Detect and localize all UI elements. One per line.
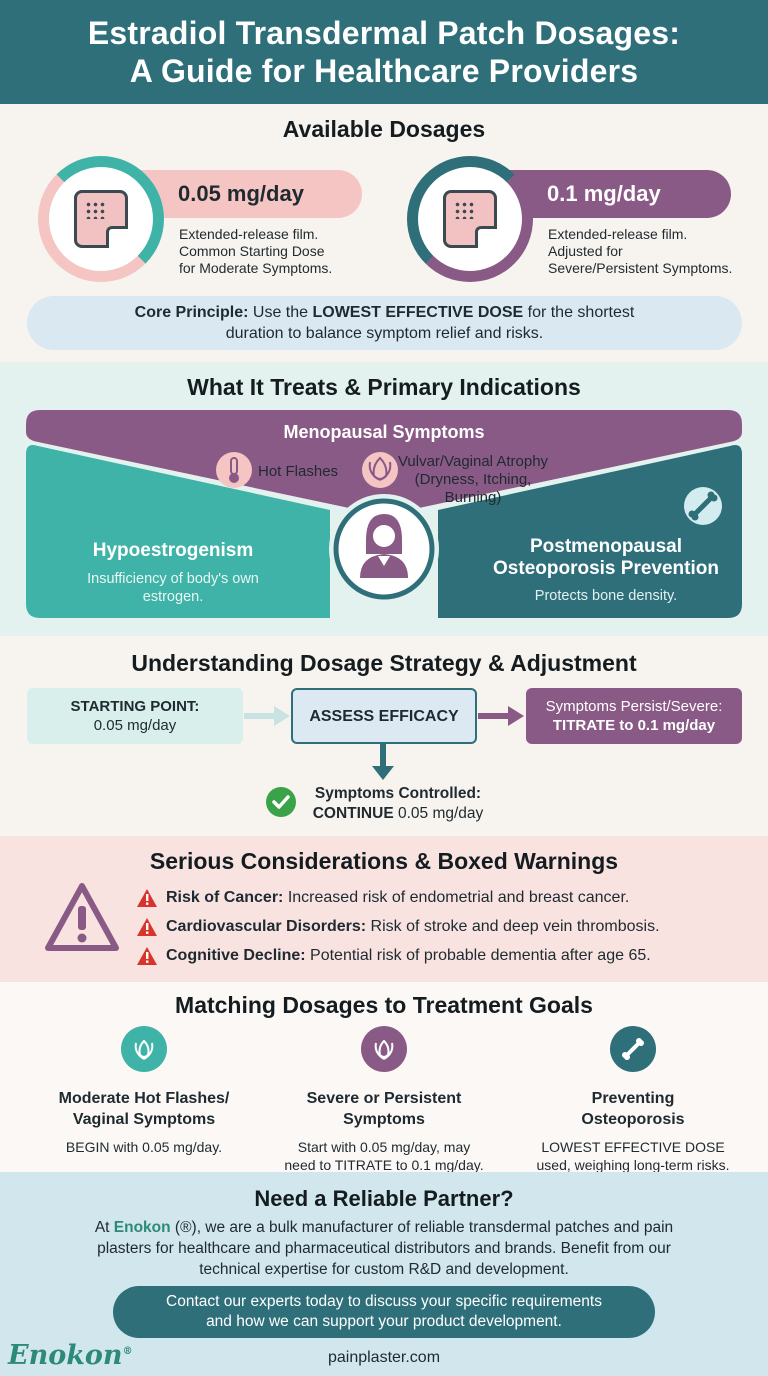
alert-triangle-icon <box>137 947 157 965</box>
core-principle-label: Core Principle: <box>134 304 249 321</box>
dose-description: Extended-release film. Common Starting D… <box>179 226 333 276</box>
woman-avatar-figure <box>360 514 408 578</box>
dose-card-high: 0.1 mg/day Extended-release film. Adjust… <box>407 156 747 286</box>
assess-efficacy-box: ASSESS EFFICACY <box>291 688 477 744</box>
patch-icon-ring <box>407 156 533 282</box>
dose-value-pill: 0.1 mg/day <box>503 170 731 218</box>
hypoestrogenism-title: Hypoestrogenism <box>93 540 253 561</box>
osteoporosis-desc: Protects bone density. <box>535 588 677 604</box>
hypoestrogenism-desc-2: estrogen. <box>143 589 203 605</box>
menopausal-title: Menopausal Symptoms <box>283 422 484 442</box>
warning-icon <box>45 883 119 951</box>
core-principle-banner: Core Principle: Use the LOWEST EFFECTIVE… <box>27 296 742 350</box>
page-title-line-1: Estradiol Transdermal Patch Dosages: <box>87 15 681 51</box>
flower-icon <box>362 452 398 488</box>
strategy-title: Understanding Dosage Strategy & Adjustme… <box>131 650 637 676</box>
bone-icon <box>610 1026 656 1072</box>
thermometer-icon <box>216 452 252 488</box>
alert-triangle-icon <box>137 918 157 936</box>
warning-item-cognitive: Cognitive Decline: Potential risk of pro… <box>136 946 651 966</box>
dose-description: Extended-release film. Adjusted for Seve… <box>548 226 733 276</box>
partner-description: At Enokon (®), we are a bulk manufacture… <box>94 1219 674 1278</box>
goals-section <box>0 982 768 1172</box>
flower-icon <box>361 1026 407 1072</box>
goals-title: Matching Dosages to Treatment Goals <box>175 992 593 1018</box>
atrophy-label-1: Vulvar/Vaginal Atrophy <box>398 453 549 470</box>
osteoporosis-panel <box>438 445 742 618</box>
brand-name: Enokon <box>113 1219 171 1236</box>
hypoestrogenism-desc-1: Insufficiency of body's own <box>87 571 259 587</box>
contact-experts-button[interactable]: Contact our experts today to discuss you… <box>113 1286 655 1338</box>
check-circle-icon <box>266 787 296 817</box>
page-header: Estradiol Transdermal Patch Dosages: A G… <box>0 0 768 104</box>
hot-flashes-label: Hot Flashes <box>258 463 338 480</box>
atrophy-label-2: (Dryness, Itching, <box>415 471 532 488</box>
indications-diagram: Menopausal Symptoms Hot Flashes Vulvar/V… <box>26 410 742 618</box>
warning-item-cardiovascular: Cardiovascular Disorders: Risk of stroke… <box>136 917 660 937</box>
page-title-line-2: A Guide for Healthcare Providers <box>129 53 639 89</box>
warnings-section <box>0 836 768 982</box>
partner-section <box>0 1172 768 1376</box>
arrow-right-icon <box>244 706 290 726</box>
starting-point-box: STARTING POINT: 0.05 mg/day <box>27 688 243 744</box>
enokon-logo: Enokon® <box>8 1340 133 1371</box>
indications-title: What It Treats & Primary Indications <box>187 374 581 400</box>
dose-value-pill: 0.05 mg/day <box>134 170 362 218</box>
dose-card-low: 0.05 mg/day Extended-release film. Commo… <box>38 156 378 286</box>
osteoporosis-title-2: Osteoporosis Prevention <box>493 558 719 579</box>
partner-title: Need a Reliable Partner? <box>254 1186 514 1211</box>
warning-item-cancer: Risk of Cancer: Increased risk of endome… <box>136 888 629 908</box>
arrow-right-icon <box>478 706 524 726</box>
symptoms-controlled-text: Symptoms Controlled: CONTINUE 0.05 mg/da… <box>312 785 484 822</box>
dose-value: 0.1 mg/day <box>547 181 661 206</box>
titrate-box: Symptoms Persist/Severe: TITRATE to 0.1 … <box>526 688 742 744</box>
patch-icon <box>74 190 128 248</box>
osteoporosis-title-1: Postmenopausal <box>530 536 682 557</box>
arrow-down-icon <box>372 744 394 780</box>
flower-icon <box>121 1026 167 1072</box>
dose-value: 0.05 mg/day <box>178 181 304 206</box>
available-dosages-title: Available Dosages <box>282 116 486 142</box>
goal-moderate: Moderate Hot Flashes/Vaginal Symptoms BE… <box>24 1026 264 1156</box>
warnings-title: Serious Considerations & Boxed Warnings <box>149 848 619 874</box>
alert-triangle-icon <box>137 889 157 907</box>
atrophy-label-3: Burning) <box>445 489 502 506</box>
website-link[interactable]: painplaster.com <box>327 1349 441 1366</box>
patch-icon <box>443 190 497 248</box>
patch-icon-ring <box>38 156 164 282</box>
hypoestrogenism-panel <box>26 445 330 618</box>
